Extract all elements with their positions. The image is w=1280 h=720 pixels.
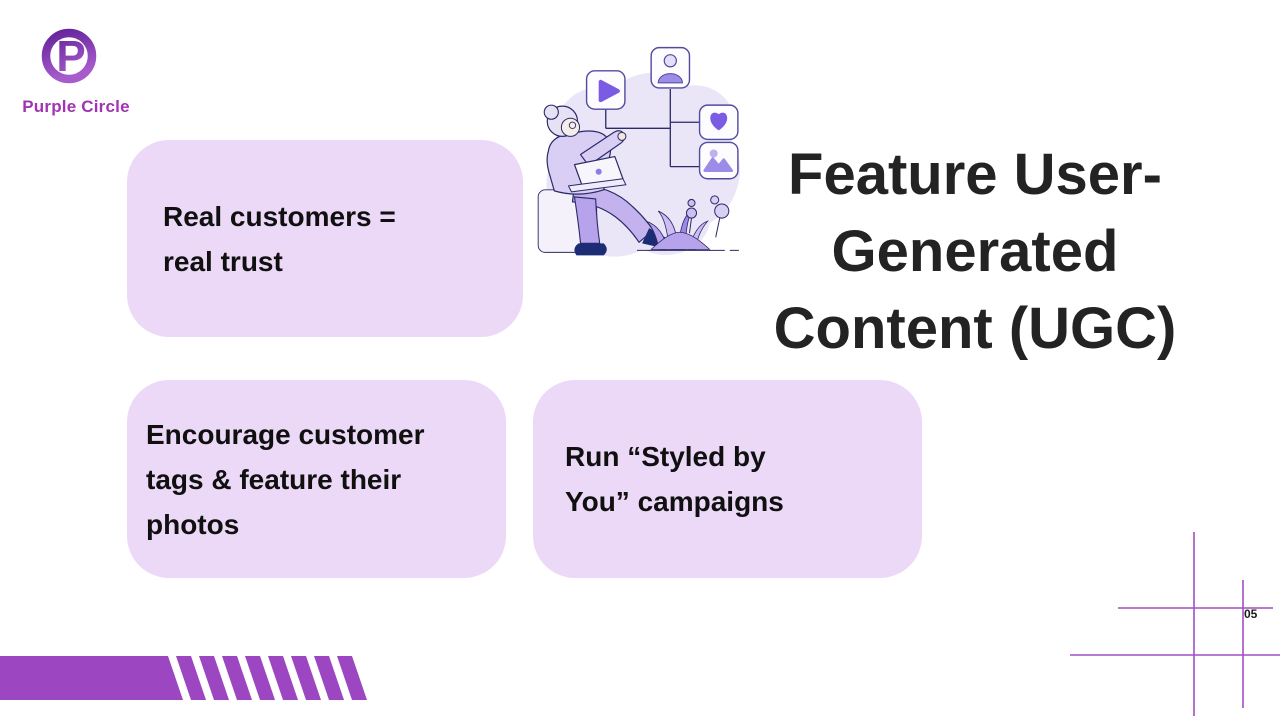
card-text-line: photos: [146, 508, 240, 540]
page-title: Feature User- Generated Content (UGC): [745, 136, 1205, 367]
brand-name: Purple Circle: [22, 97, 130, 116]
card-text-line: Real customers =: [163, 200, 396, 232]
connector-lines: [605, 88, 700, 168]
crosshair-lines: [1070, 532, 1280, 716]
stripe-banner: [0, 656, 367, 700]
ugc-illustration: [537, 46, 741, 257]
card-encourage-tags: Encourage customer tags & feature their …: [127, 380, 506, 578]
card-text-line: Encourage customer: [146, 418, 425, 450]
image-icon: [698, 141, 739, 180]
card-styled-by-you: Run “Styled by You” campaigns: [533, 380, 922, 578]
laptop-icon: [567, 155, 627, 193]
person-shoe-left: [574, 243, 607, 256]
person-hand: [617, 131, 627, 141]
svg-text:P: P: [56, 32, 85, 81]
card-text-line: real trust: [163, 245, 283, 277]
person-glasses: [568, 121, 577, 129]
heart-icon: [698, 104, 739, 141]
title-line-2: Generated: [831, 219, 1119, 284]
purple-circle-logo-icon: P: [41, 28, 97, 84]
title-line-3: Content (UGC): [773, 296, 1177, 361]
title-line-1: Feature User-: [788, 142, 1162, 207]
plant-icon: [645, 195, 730, 250]
card-real-customers: Real customers = real trust: [127, 140, 523, 337]
person-hair-curl: [543, 104, 559, 120]
page-number: 05: [1244, 607, 1258, 621]
card-text-line: Run “Styled by: [565, 441, 766, 472]
user-icon: [650, 46, 691, 89]
card-text-line: tags & feature their: [146, 463, 402, 495]
card-text-line: You” campaigns: [565, 486, 784, 517]
play-icon: [585, 70, 626, 110]
